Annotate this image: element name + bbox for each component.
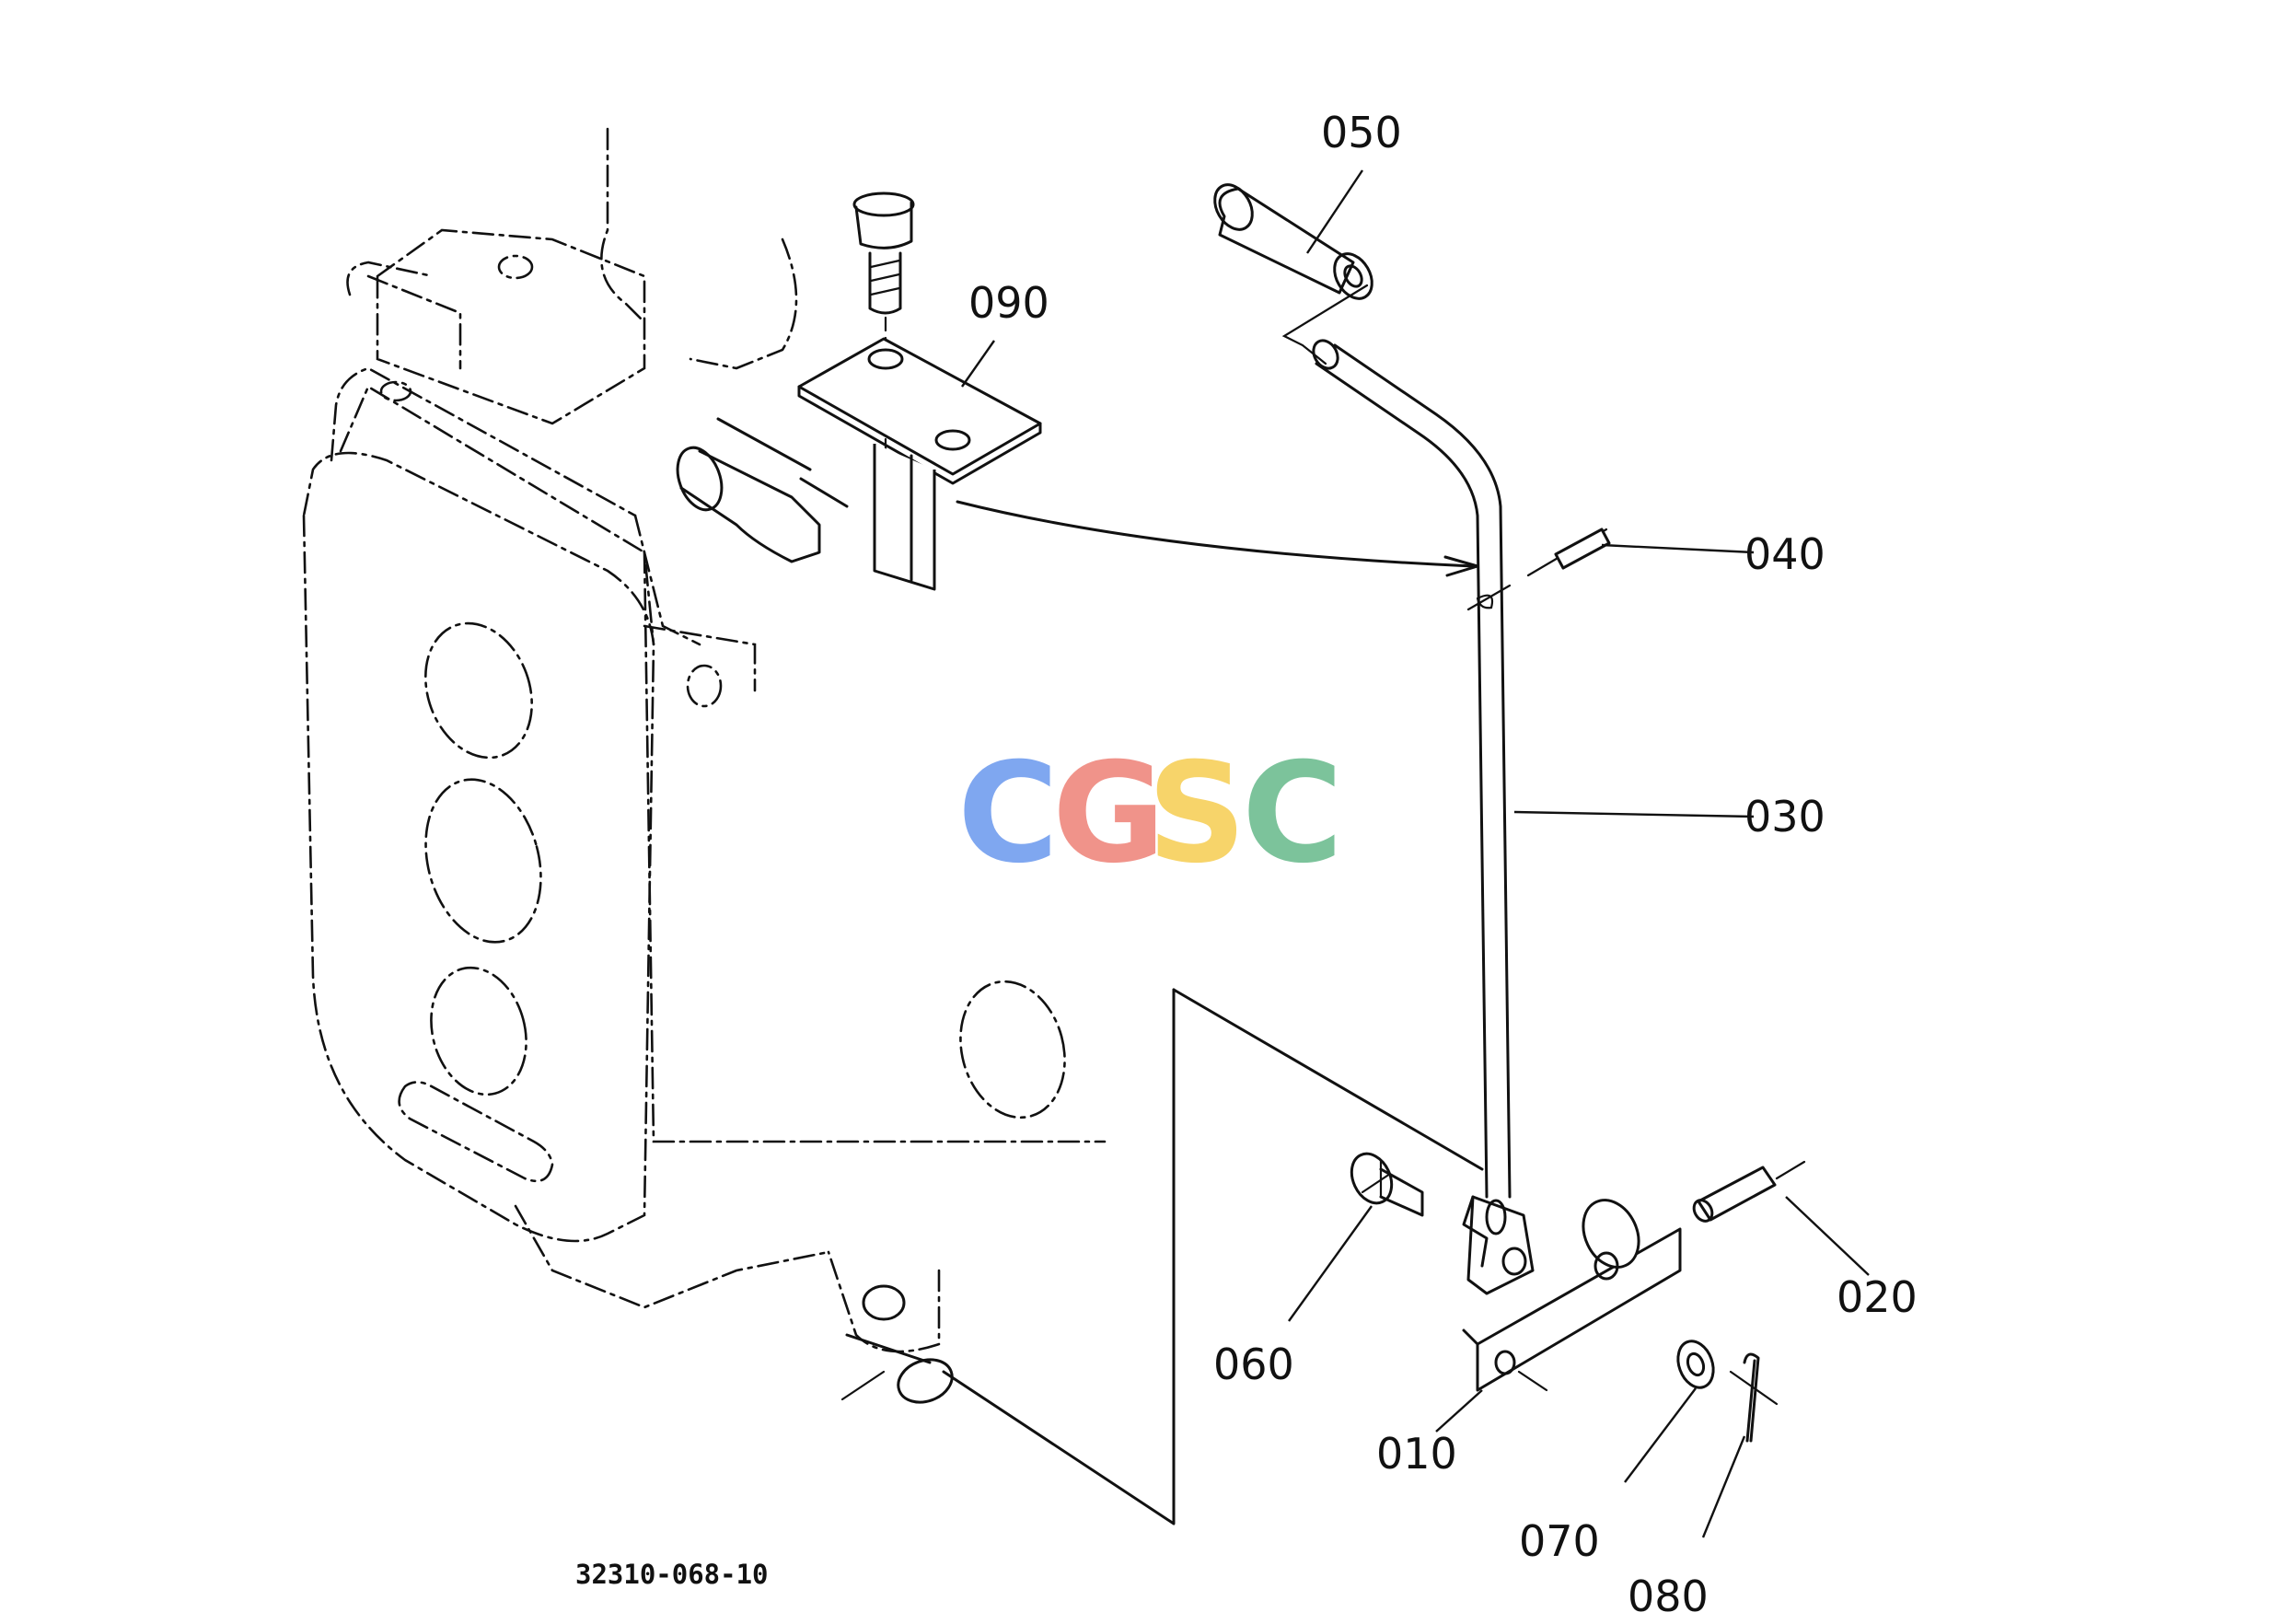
part-050-lever-grip <box>1213 183 1373 300</box>
part-040-spring-pin <box>1526 528 1611 577</box>
part-020-spring-pin <box>1692 1160 1806 1223</box>
part-080-cotter-pin <box>1729 1352 1779 1443</box>
callout-080: 080 <box>1628 1572 1709 1621</box>
watermark-letter: S <box>1147 734 1246 894</box>
transmission-housing <box>302 127 1107 1353</box>
drawing-number: 32310-068-10 <box>575 1559 769 1590</box>
callout-090: 090 <box>968 278 1049 328</box>
housing-shaft <box>676 417 849 563</box>
watermark-letter: C <box>1242 734 1343 894</box>
callout-010: 010 <box>1376 1429 1457 1479</box>
callout-030: 030 <box>1744 792 1825 841</box>
callout-labels: 050 090 040 030 020 060 010 070 080 <box>968 108 1918 1621</box>
callout-070: 070 <box>1519 1516 1600 1566</box>
part-010-lever-bracket <box>1462 1195 1682 1392</box>
callout-020: 020 <box>1837 1272 1918 1322</box>
leader-lines <box>961 169 1870 1538</box>
part-030-lever-rod <box>1312 339 1512 1199</box>
part-090-stopper-plate <box>797 191 1042 591</box>
assembly-arrow <box>956 500 1475 568</box>
callout-060: 060 <box>1213 1340 1294 1389</box>
watermark-letter: C <box>957 734 1059 894</box>
callout-050: 050 <box>1321 108 1402 157</box>
lower-shaft-pin <box>840 988 1484 1525</box>
part-060-clevis-pin <box>1350 1152 1424 1217</box>
watermark-letter: G <box>1052 734 1165 894</box>
part-070-washer <box>1676 1340 1715 1389</box>
callout-040: 040 <box>1744 529 1825 579</box>
